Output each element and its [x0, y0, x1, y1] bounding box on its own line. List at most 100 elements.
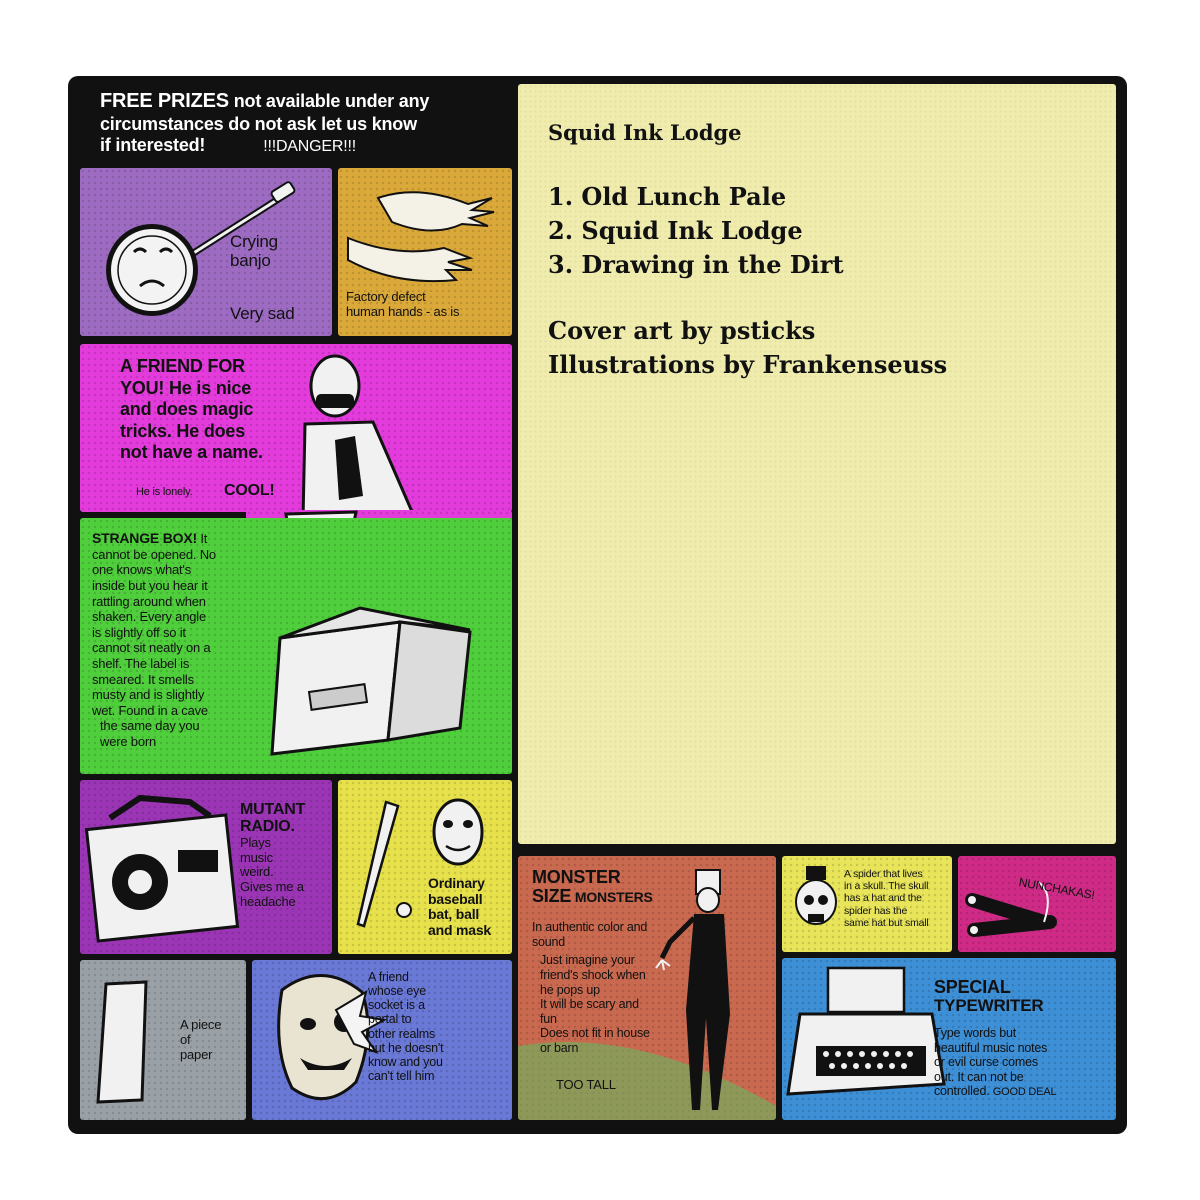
credits-block: Squid Ink Lodge 1. Old Lunch Pale 2. Squ… [548, 118, 947, 382]
friend-line-5: not have a name. [120, 442, 263, 463]
box-caption: STRANGE BOX! It cannot be opened. No one… [92, 530, 216, 750]
skull-line-3: has a hat and the [844, 892, 922, 905]
bat-line-4: and mask [428, 922, 491, 939]
monster-title: MONSTER SIZE MONSTERS [532, 867, 653, 907]
banjo-panel: Crying banjo Very sad [80, 168, 332, 336]
skull-line-4: spider has the [844, 904, 908, 917]
bat-line-3: bat, ball [428, 906, 480, 923]
friend-small: He is lonely. [136, 486, 193, 498]
box-line-1: cannot be opened. No [92, 546, 216, 562]
banjo-caption: Crying banjo [230, 232, 278, 270]
hands-caption: Factory defect human hands - as is [346, 289, 460, 319]
radio-line-1: Plays [240, 834, 271, 850]
paper-caption: A piece of paper [180, 1017, 222, 1063]
friend-line-3: and does magic [120, 399, 254, 420]
illustrations-credit: Illustrations by Frankenseuss [548, 350, 948, 380]
eye-caption: A friend whose eye socket is a portal to… [368, 970, 444, 1083]
hands-panel: Factory defect human hands - as is [338, 168, 512, 336]
typewriter-title-1: SPECIAL [934, 977, 1011, 997]
friend-cool: COOL! [224, 482, 275, 499]
bat-line-2: baseball [428, 890, 483, 907]
eye-line-6: but he doesn't [368, 1040, 444, 1055]
typewriter-icon [786, 966, 946, 1096]
monster-line-8: Does not fit in house [540, 1026, 650, 1041]
friend-line-4: tricks. He does [120, 420, 246, 441]
friend-line-1: A FRIEND FOR [120, 356, 245, 376]
nunchakas-panel: NUNCHAKAS! [958, 856, 1116, 952]
monster-title-3: MONSTERS [571, 889, 653, 906]
paper-icon [96, 980, 148, 1104]
box-line-7: cannot sit neatly on a [92, 640, 211, 656]
radio-line-3: weird. [240, 864, 274, 880]
monster-line-2: sound [532, 934, 566, 949]
box-line-2: one knows what's [92, 562, 192, 578]
eye-line-7: know and you [368, 1054, 443, 1069]
eye-line-4: portal to [368, 1012, 412, 1027]
album-title: Squid Ink Lodge [548, 120, 742, 145]
radio-title-2: RADIO. [240, 817, 295, 835]
friend-caption: A FRIEND FOR YOU! He is nice and does ma… [120, 356, 263, 464]
radio-caption: MUTANT RADIO. Plays music weird. Gives m… [240, 801, 305, 910]
header-text: FREE PRIZES not available under any circ… [100, 90, 429, 157]
track-1: 1. Old Lunch Pale [548, 181, 787, 211]
eye-line-3: socket is a [368, 998, 425, 1013]
monster-too-tall: TOO TALL [556, 1077, 616, 1092]
radio-panel: MUTANT RADIO. Plays music weird. Gives m… [80, 780, 332, 954]
box-line-5: shaken. Every angle [92, 609, 206, 625]
portal-friend-icon [277, 974, 388, 1101]
box-line-9: smeared. It smells [92, 671, 194, 687]
radio-line-4: Gives me a [240, 879, 304, 895]
radio-line-2: music [240, 849, 273, 865]
box-line-12: the same day you [100, 718, 200, 734]
header-line-1: not available under any [228, 91, 430, 111]
paper-line-3: paper [180, 1046, 213, 1062]
typewriter-deal: GOOD DEAL [992, 1086, 1057, 1098]
bat-line-1: Ordinary [428, 875, 485, 891]
box-line-3: inside but you hear it [92, 577, 208, 593]
box-line-0: It [196, 531, 208, 546]
box-line-11: wet. Found in a cave [92, 702, 208, 718]
typewriter-panel: SPECIAL TYPEWRITER Type words but beauti… [782, 958, 1116, 1120]
friend-icon [301, 354, 414, 512]
paper-panel: A piece of paper [80, 960, 246, 1120]
monster-title-2: SIZE [532, 886, 572, 907]
credits-panel: Squid Ink Lodge 1. Old Lunch Pale 2. Squ… [518, 84, 1116, 844]
skull-line-1: A spider that lives [844, 868, 923, 880]
paper-line-2: of [180, 1031, 191, 1047]
danger-label: !!!DANGER!!! [263, 137, 356, 155]
box-icon [270, 606, 472, 756]
monster-line-5: he pops up [540, 982, 600, 997]
radio-line-5: headache [240, 894, 296, 910]
cover-art-credit: Cover art by psticks [548, 316, 816, 346]
monster-line-9: or barn [540, 1041, 579, 1055]
monster-icon [518, 869, 776, 1120]
header-line-3: if interested! [100, 134, 206, 155]
monster-title-1: MONSTER [532, 867, 621, 887]
friend-line-2: YOU! He is nice [120, 377, 252, 398]
header-line-2: circumstances do not ask let us know [100, 113, 417, 134]
skull-line-5: same hat but small [844, 916, 929, 929]
typewriter-title: SPECIAL TYPEWRITER [934, 977, 1044, 1015]
box-line-6: is slightly off so it [92, 624, 186, 640]
typewriter-caption: Type words but beautiful music notes or … [934, 1026, 1057, 1099]
box-title: STRANGE BOX! [92, 530, 197, 546]
eye-line-5: other realms [368, 1026, 436, 1041]
box-panel: STRANGE BOX! It cannot be opened. No one… [80, 518, 512, 774]
hands-line-2: human hands - as is [346, 303, 460, 319]
typewriter-line-2: beautiful music notes [934, 1040, 1048, 1055]
monster-panel: MONSTER SIZE MONSTERS In authentic color… [518, 856, 776, 1120]
nunchakas-icon [965, 881, 1057, 937]
header-panel: FREE PRIZES not available under any circ… [80, 84, 512, 164]
monster-line-6: It will be scary and [540, 997, 639, 1012]
monster-caption: In authentic color and sound Just imagin… [532, 920, 650, 1056]
eye-panel: A friend whose eye socket is a portal to… [252, 960, 512, 1120]
box-line-4: rattling around when [92, 593, 206, 609]
banjo-line-2: banjo [230, 251, 271, 271]
monster-line-3: Just imagine your [540, 953, 635, 968]
paper-line-1: A piece [180, 1017, 222, 1032]
box-line-10: musty and is slightly [92, 687, 205, 703]
hands-icon [347, 191, 495, 283]
skull-line-2: in a skull. The skull [844, 880, 929, 893]
banjo-line-3: Very sad [230, 304, 295, 323]
track-3: 3. Drawing in the Dirt [548, 249, 844, 279]
